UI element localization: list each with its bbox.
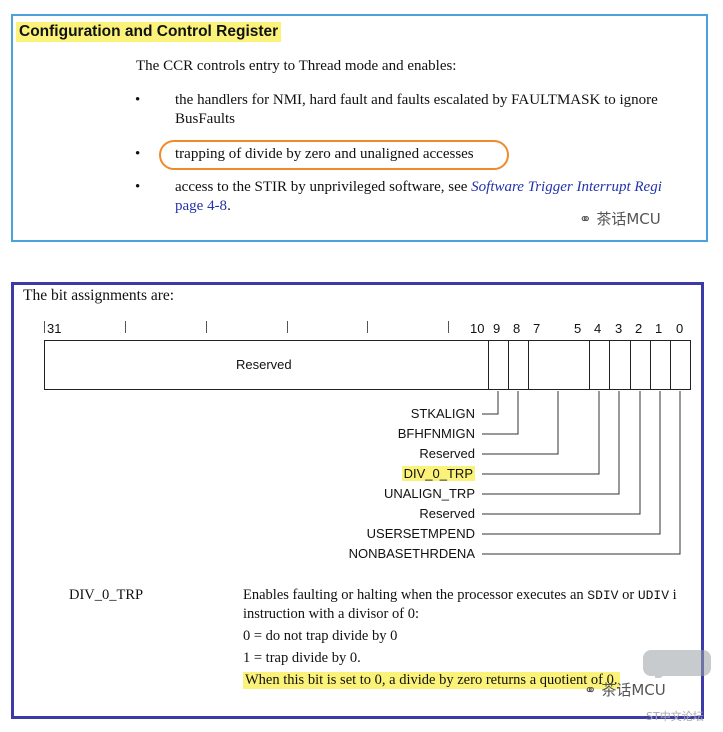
bullet-1-line1: the handlers for NMI, hard fault and fau… — [175, 92, 658, 108]
watermark-1-text: 茶话MCU — [596, 210, 661, 228]
field-reserved: Reserved — [419, 446, 475, 461]
sdiv-code: SDIV — [587, 588, 619, 603]
highlight-oval — [159, 140, 509, 170]
field-div-0-trp: DIV_0_TRP — [401, 466, 475, 481]
field-reserved: Reserved — [419, 506, 475, 521]
bit-assignments-title: The bit assignments are: — [23, 287, 175, 304]
bit-divider — [528, 340, 529, 390]
st-forum-logo — [643, 648, 713, 682]
desc-line1-end: i — [669, 587, 677, 603]
bullet-3-period: . — [227, 198, 231, 214]
bit-divider — [650, 340, 651, 390]
field-unalign-trp: UNALIGN_TRP — [383, 486, 475, 501]
bit-divider — [589, 340, 590, 390]
bullet-3-line1: access to the STIR by unprivileged softw… — [175, 178, 662, 197]
bullet-3-prefix: access to the STIR by unprivileged softw… — [175, 179, 472, 195]
bit-assignments-panel: The bit assignments are: 31 10 9 8 7 5 4… — [11, 282, 704, 719]
desc-or: or — [618, 587, 638, 603]
field-usersetmpend: USERSETMPEND — [366, 526, 475, 541]
description-line-5: When this bit is set to 0, a divide by z… — [243, 672, 620, 689]
bit-divider — [670, 340, 671, 390]
wechat-icon: ⚭ — [579, 210, 592, 228]
reserved-field-label: Reserved — [236, 357, 292, 372]
description-field-name: DIV_0_TRP — [69, 587, 144, 603]
bit-number: 2 — [635, 321, 643, 336]
scale-tick — [125, 321, 126, 333]
field-bfhfnmign: BFHFNMIGN — [397, 426, 475, 441]
forum-watermark: ST中文论坛 — [646, 710, 704, 723]
bit-divider — [609, 340, 610, 390]
description-line-3: 0 = do not trap divide by 0 — [243, 628, 398, 644]
ccr-summary-panel: Configuration and Control Register The C… — [11, 14, 708, 242]
scale-tick — [448, 321, 449, 333]
bit-number: 5 — [574, 321, 582, 336]
bit-number: 10 — [470, 321, 485, 336]
bit-number: 0 — [676, 321, 684, 336]
wechat-icon: ⚭ — [584, 681, 597, 699]
bit-divider — [508, 340, 509, 390]
bullet-1-line2: BusFaults — [175, 111, 236, 127]
bullet-2-glyph: • — [135, 146, 141, 162]
bullet-3-line2: page 4-8. — [175, 197, 231, 216]
page-link[interactable]: page 4-8 — [175, 198, 228, 214]
bit-divider — [630, 340, 631, 390]
watermark-2-text: 茶话MCU — [601, 681, 666, 699]
scale-tick — [367, 321, 368, 333]
forum-bubble-icon — [643, 650, 711, 682]
scale-tick — [287, 321, 288, 333]
description-line-4: 1 = trap divide by 0. — [243, 650, 361, 666]
bit-number: 9 — [493, 321, 501, 336]
section-heading: Configuration and Control Register — [16, 22, 282, 42]
bit-divider — [488, 340, 489, 390]
bullet-1-glyph: • — [135, 92, 141, 108]
intro-text: The CCR controls entry to Thread mode an… — [136, 58, 457, 74]
watermark-2: ⚭ 茶话MCU — [584, 679, 666, 700]
bullet-2-text: trapping of divide by zero and unaligned… — [175, 146, 474, 162]
field-stkalign: STKALIGN — [410, 406, 475, 421]
scale-tick — [44, 321, 45, 333]
register-diagram — [44, 340, 691, 390]
description-line-1: Enables faulting or halting when the pro… — [243, 587, 677, 604]
bullet-3-glyph: • — [135, 179, 141, 195]
field-nonbasethrdena: NONBASETHRDENA — [348, 546, 475, 561]
udiv-code: UDIV — [637, 588, 670, 603]
bit-number: 7 — [533, 321, 541, 336]
bit-number: 1 — [655, 321, 663, 336]
watermark-1: ⚭ 茶话MCU — [579, 208, 661, 229]
scale-tick — [206, 321, 207, 333]
field-leader-lines — [482, 391, 681, 555]
description-line-2: instruction with a divisor of 0: — [243, 606, 419, 622]
desc-line1-pre: Enables faulting or halting when the pro… — [243, 587, 588, 603]
bit-number: 4 — [594, 321, 602, 336]
bit-number: 3 — [615, 321, 623, 336]
stir-link[interactable]: Software Trigger Interrupt Regi — [471, 179, 662, 195]
bit-number: 31 — [47, 321, 62, 336]
bit-number: 8 — [513, 321, 521, 336]
